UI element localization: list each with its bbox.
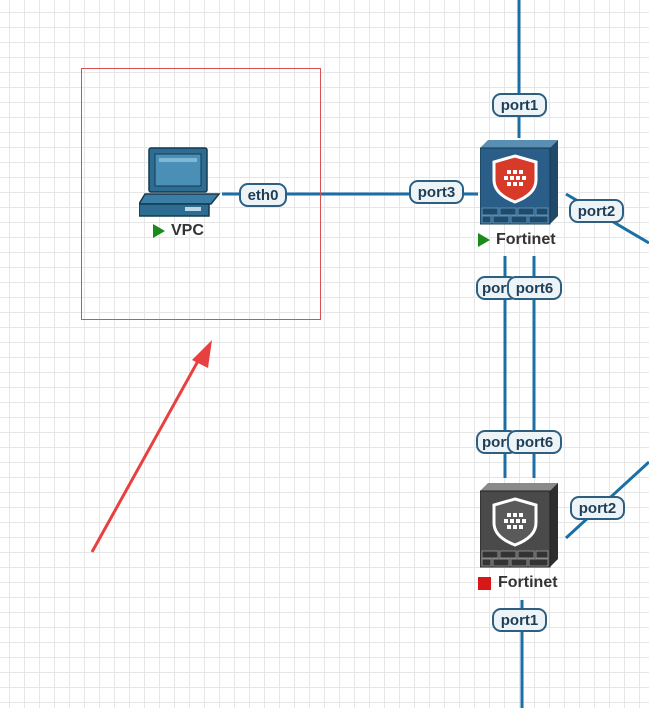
selection-box: [81, 68, 321, 320]
port-label-vpc-eth0[interactable]: eth0: [239, 183, 287, 207]
annotation-arrow: [90, 340, 212, 553]
running-indicator-icon: [478, 233, 490, 247]
firewall-icon: [479, 483, 558, 568]
fortinet-bottom-node[interactable]: [479, 483, 558, 571]
firewall-icon: [479, 140, 558, 225]
port-label-top-port3[interactable]: port3: [409, 180, 464, 204]
fortinet-top-label: Fortinet: [478, 231, 556, 249]
fortinet-top-node[interactable]: [479, 140, 558, 228]
stopped-indicator-icon: [478, 576, 491, 590]
fortinet-bottom-label: Fortinet: [478, 574, 558, 592]
computer-icon: [137, 147, 221, 217]
port-label-top-port1[interactable]: port1: [492, 93, 547, 117]
port-label-top-port6[interactable]: port6: [507, 276, 562, 300]
port-label-bottom-port6[interactable]: port6: [507, 430, 562, 454]
port-label-bottom-port1[interactable]: port1: [492, 608, 547, 632]
port-label-top-port2[interactable]: port2: [569, 199, 624, 223]
running-indicator-icon: [153, 224, 165, 238]
vpc-label: VPC: [153, 222, 204, 240]
port-label-bottom-port2[interactable]: port2: [570, 496, 625, 520]
vpc-node[interactable]: [137, 146, 221, 218]
